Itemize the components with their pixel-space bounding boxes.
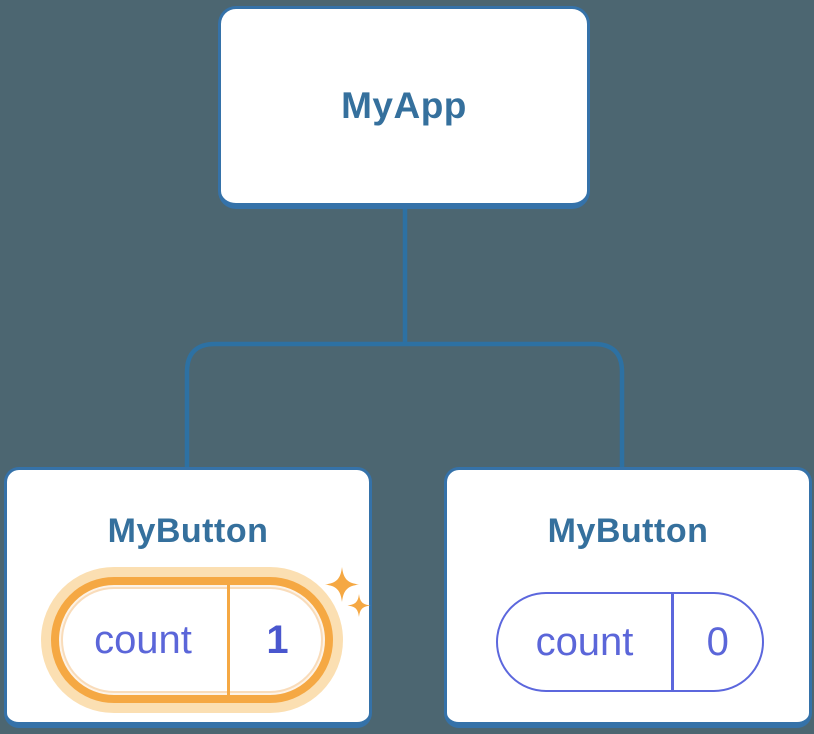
component-label: MyButton [547,512,709,550]
sparkle-icon [325,567,371,617]
component-label: MyApp [341,85,467,126]
pill-divider [227,585,230,695]
component-node-button-idle: MyButton count 0 [444,467,812,728]
sparkle-icon-small [347,594,371,617]
sparkle-icon-large [325,567,359,602]
component-label: MyButton [107,512,269,550]
state-key-label: count [535,619,634,664]
state-value: 0 [706,619,729,664]
state-value: 1 [266,617,289,662]
state-pill: count 0 [496,592,764,692]
state-pill-highlighted: count 1 [51,577,333,703]
state-key-label: count [94,617,192,662]
component-node-button-active: MyButton count 1 [4,467,372,728]
connector-bracket [184,341,625,470]
component-node-root: MyApp [218,6,590,209]
pill-divider [671,594,674,690]
